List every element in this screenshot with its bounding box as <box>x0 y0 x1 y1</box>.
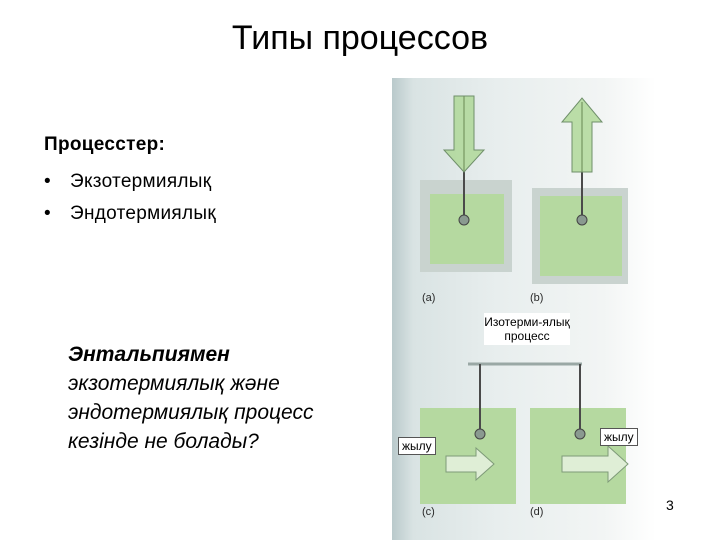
panel-a-arrow-down <box>442 95 486 173</box>
panel-a-box <box>430 194 504 264</box>
panel-label-a: (a) <box>422 292 436 304</box>
processes-heading: Процесстер: <box>44 134 166 155</box>
panel-d-arrow-right <box>561 444 629 484</box>
panel-b-thermometer-bulb <box>576 214 588 226</box>
slide-title: Типы процессов <box>231 19 489 57</box>
question-emphasis: Энтальпиямен <box>68 343 230 366</box>
heat-label-right: жылу <box>600 428 638 446</box>
enthalpy-question: Энтальпиямен экзотермиялық және эндотерм… <box>68 340 368 456</box>
panel-c-arrow-right <box>445 446 495 482</box>
process-diagram <box>420 95 629 504</box>
panel-label-d: (d) <box>530 506 544 518</box>
page-number: 3 <box>666 497 674 513</box>
panel-a-thermometer-bulb <box>458 214 470 226</box>
list-item-exothermic: Экзотермиялық <box>44 166 216 198</box>
panel-label-b: (b) <box>530 292 544 304</box>
process-figure: (a) (b) (c) (d) <box>392 78 656 540</box>
heat-label-left: жылу <box>398 437 436 455</box>
question-text: экзотермиялық және эндотермиялық процесс… <box>68 372 314 453</box>
process-list: Экзотермиялық Эндотермиялық <box>44 166 216 230</box>
isothermal-process-label: Изотерми-ялық процесс <box>484 313 570 345</box>
list-item-endothermic: Эндотермиялық <box>44 198 216 230</box>
panel-c-thermometer-bulb <box>474 428 486 440</box>
panel-b-arrow-up <box>560 97 604 173</box>
panel-d-thermometer-bulb <box>574 428 586 440</box>
panel-label-c: (c) <box>422 506 435 518</box>
